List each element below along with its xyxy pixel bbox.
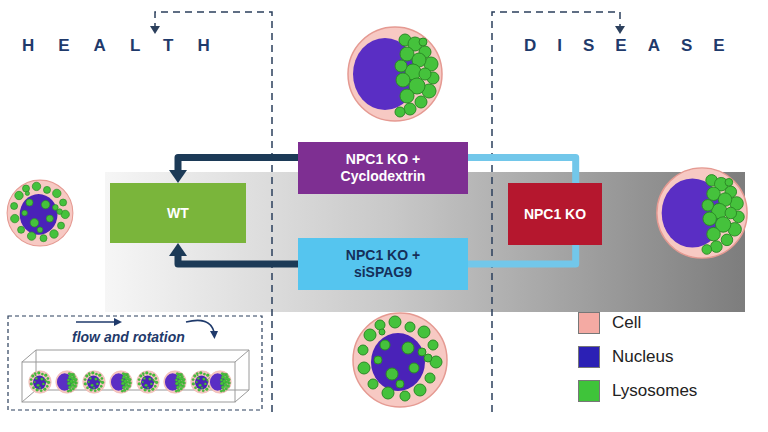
region-title: HEALTH <box>22 36 234 56</box>
node-text: NPC1 KO <box>524 206 586 223</box>
legend-row: Nucleus <box>578 346 673 368</box>
sispag9-cell <box>353 313 447 407</box>
state-box: NPC1 KO <box>508 183 602 245</box>
cyclodextrin-cell <box>348 27 442 121</box>
legend-row: Lysosomes <box>578 380 697 402</box>
wt-cell <box>7 180 73 246</box>
legend-swatch <box>578 380 600 402</box>
node-text: WT <box>167 205 189 222</box>
node-text: NPC1 KO + Cyclodextrin <box>318 151 448 185</box>
legend-text: Nucleus <box>612 347 673 367</box>
channel-cells <box>29 371 232 394</box>
treatment-box: NPC1 KO + siSPAG9 <box>298 238 468 290</box>
connector-arrow <box>468 245 576 264</box>
region-title: DISEASE <box>524 36 746 56</box>
legend-text: Cell <box>612 313 641 333</box>
legend-row: Cell <box>578 312 641 334</box>
inset-caption: flow and rotation <box>72 329 185 345</box>
treatment-box: NPC1 KO + Cyclodextrin <box>298 142 468 194</box>
node-text: NPC1 KO + siSPAG9 <box>321 247 446 281</box>
legend-text: Lysosomes <box>612 381 697 401</box>
state-box: WT <box>110 183 246 243</box>
connector-arrow <box>468 158 576 183</box>
ko-cell <box>657 168 747 258</box>
connector-arrow <box>169 158 298 183</box>
flow-channel <box>22 350 249 402</box>
legend-swatch <box>578 346 600 368</box>
connector-arrow <box>169 243 298 264</box>
legend-swatch <box>578 312 600 334</box>
inset-frame <box>8 316 262 410</box>
